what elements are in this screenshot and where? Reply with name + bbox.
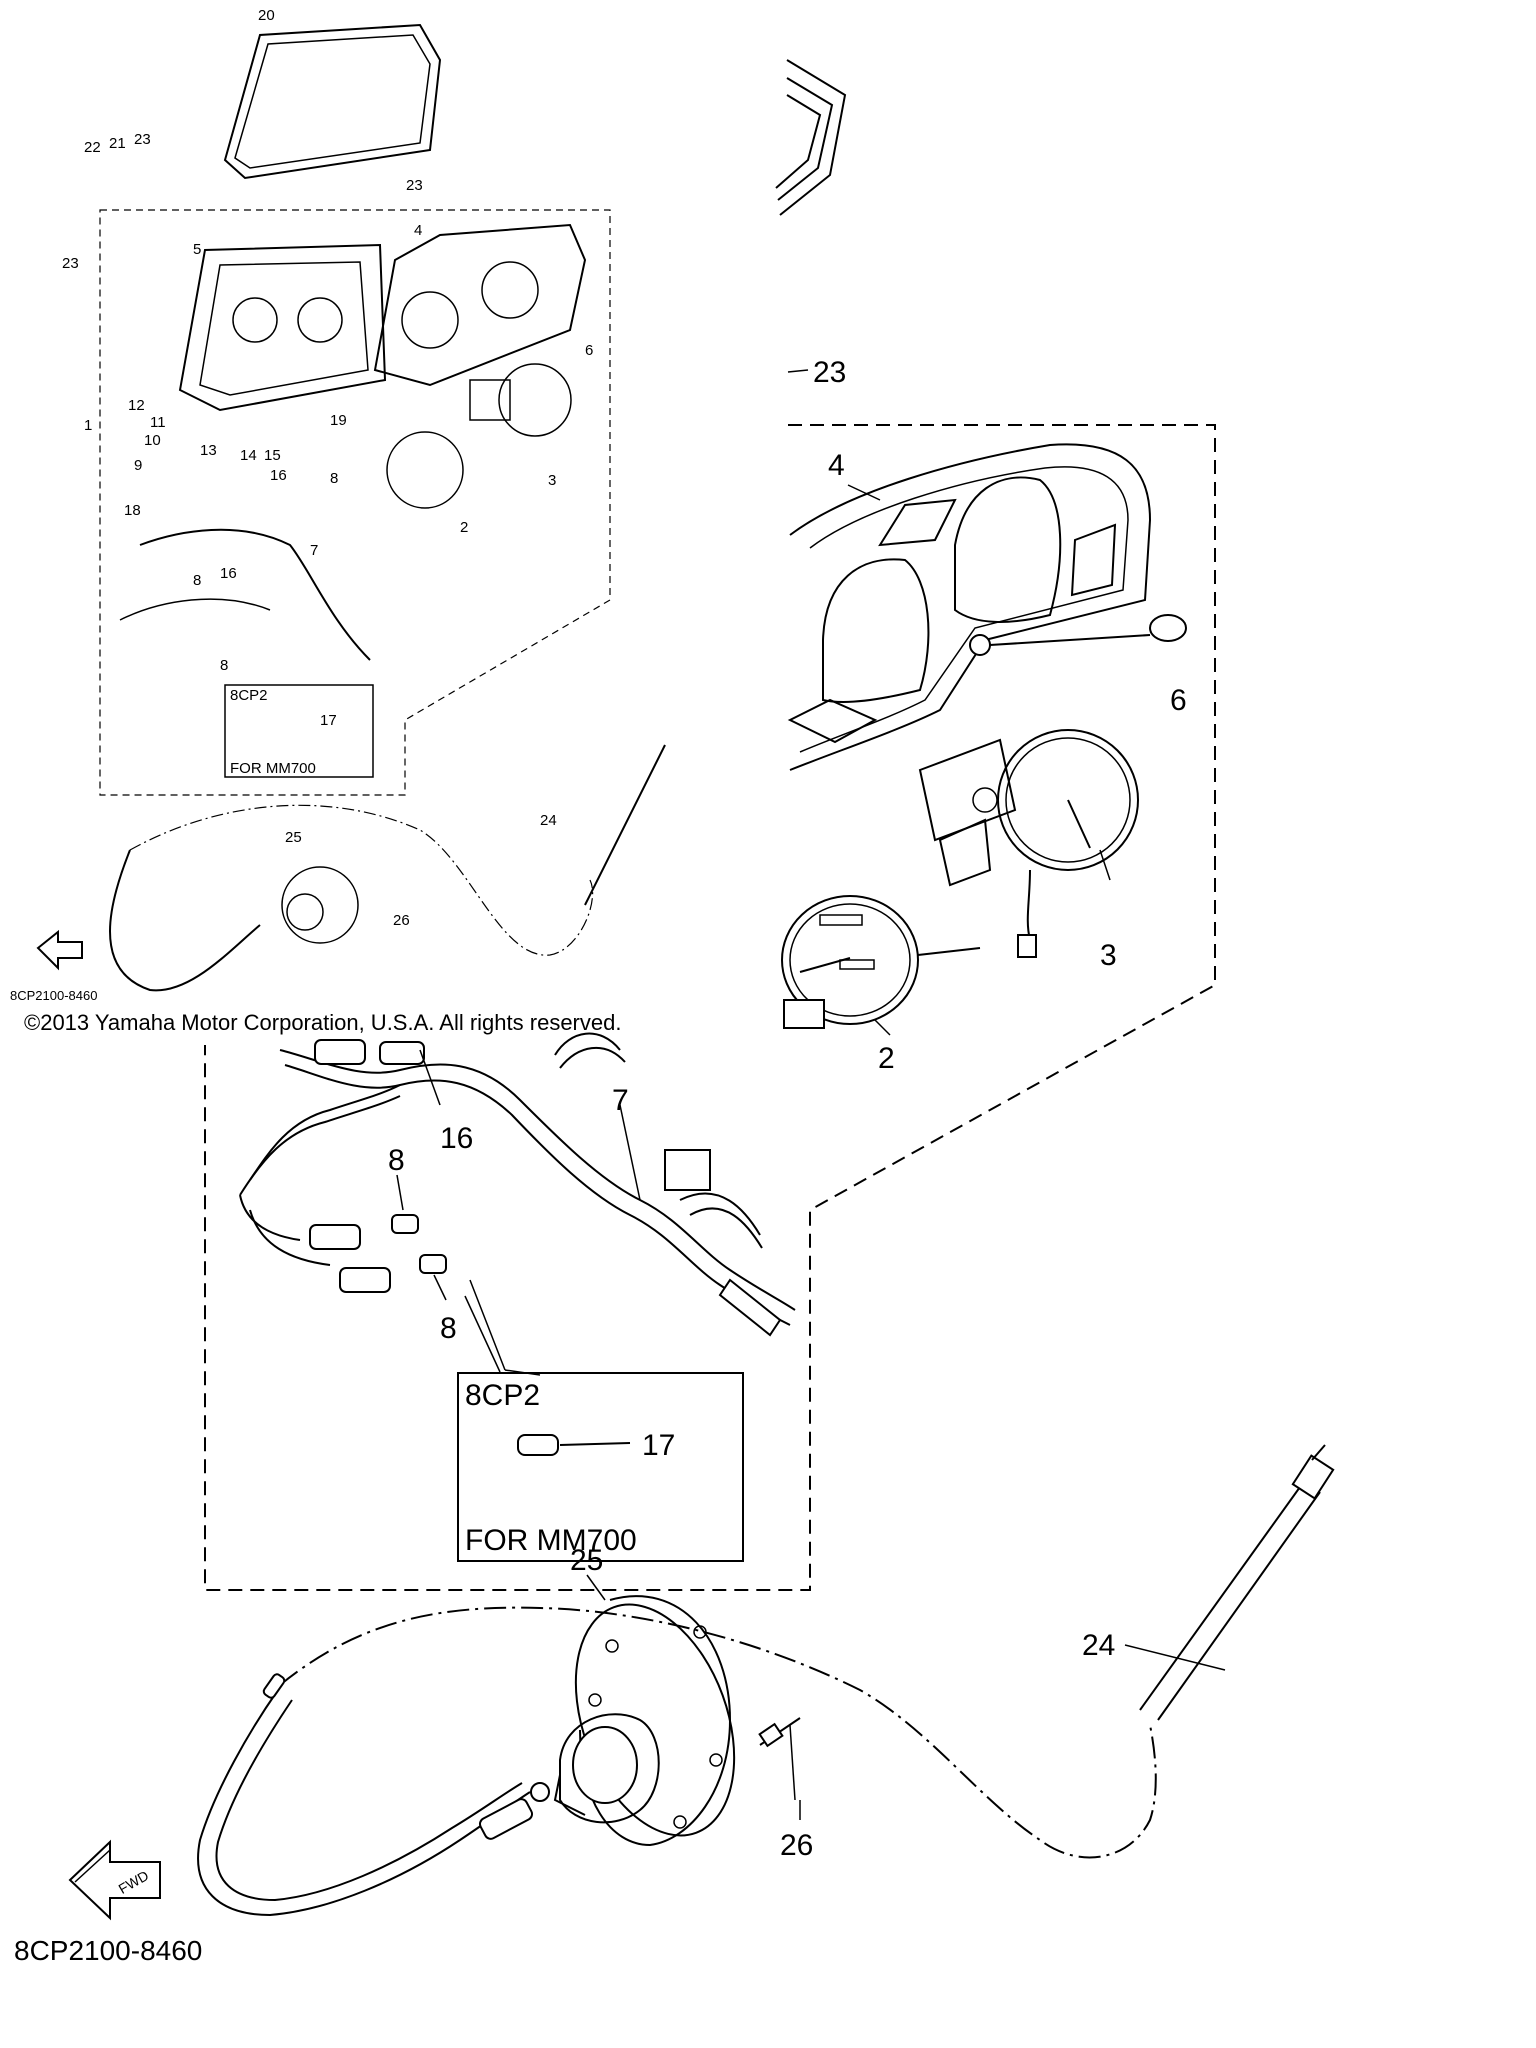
svg-text:23: 23 [62, 255, 79, 272]
wiring-harness [239, 1032, 796, 1337]
cable-24 [1139, 1444, 1335, 1721]
svg-text:6: 6 [1170, 684, 1187, 717]
svg-text:4: 4 [414, 222, 422, 239]
part-6-knob [989, 614, 1187, 646]
svg-text:21: 21 [109, 135, 126, 152]
inset-box [457, 1372, 744, 1562]
svg-text:8: 8 [440, 1312, 457, 1345]
svg-text:2: 2 [460, 519, 468, 536]
svg-text:2: 2 [878, 1042, 895, 1075]
svg-text:23: 23 [406, 177, 423, 194]
svg-text:4: 4 [828, 449, 845, 482]
inset-model: 8CP2 [465, 1379, 540, 1412]
svg-text:16: 16 [440, 1122, 473, 1155]
svg-text:1: 1 [84, 417, 92, 434]
svg-text:3: 3 [1100, 939, 1117, 972]
svg-text:17: 17 [320, 712, 337, 729]
part-26-pin [758, 1717, 801, 1801]
fwd-arrow: FWD [68, 1839, 161, 1921]
svg-text:25: 25 [570, 1544, 603, 1577]
inset-leaders [464, 1279, 541, 1376]
svg-text:7: 7 [310, 542, 318, 559]
svg-text:23: 23 [134, 131, 151, 148]
bulbs-8 [391, 1214, 447, 1274]
svg-text:8: 8 [388, 1144, 405, 1177]
svg-text:23: 23 [813, 356, 846, 389]
svg-text:12: 12 [128, 397, 145, 414]
inset-part: 17 [642, 1429, 675, 1462]
diagram-code-small: 8CP2100-8460 [10, 988, 98, 1003]
svg-text:26: 26 [780, 1829, 813, 1862]
bezel-fragment [775, 59, 847, 216]
svg-text:11: 11 [150, 414, 166, 431]
inset-note: FOR MM700 [465, 1524, 637, 1557]
svg-text:14: 14 [240, 447, 257, 464]
svg-text:15: 15 [264, 447, 281, 464]
overview-inset-model: 8CP2 [230, 687, 268, 704]
leader-lines [396, 369, 1226, 1820]
detail-labels: 23 4 6 3 2 7 16 8 8 8CP2 17 FOR MM700 24… [388, 356, 1187, 1862]
overview-labels: 20 22 21 23 23 23 5 4 6 1 12 11 19 10 13… [62, 7, 593, 929]
svg-text:25: 25 [285, 829, 302, 846]
cable-routing-line [279, 1606, 1157, 1859]
svg-text:3: 3 [548, 472, 556, 489]
svg-text:9: 9 [134, 457, 142, 474]
svg-text:24: 24 [540, 812, 557, 829]
svg-text:24: 24 [1082, 1629, 1115, 1662]
svg-text:10: 10 [144, 432, 161, 449]
copyright-notice: ©2013 Yamaha Motor Corporation, U.S.A. A… [24, 1010, 622, 1035]
gauge-2 [781, 895, 981, 1029]
overview-inset-note: FOR MM700 [230, 760, 316, 777]
svg-text:8: 8 [220, 657, 228, 674]
sender-25 [553, 1595, 736, 1847]
svg-text:16: 16 [270, 467, 287, 484]
svg-text:20: 20 [258, 7, 275, 24]
meter-cover [787, 443, 1152, 771]
svg-text:22: 22 [84, 139, 101, 156]
svg-text:8: 8 [330, 470, 338, 487]
svg-text:8: 8 [193, 572, 201, 589]
svg-text:26: 26 [393, 912, 410, 929]
svg-text:13: 13 [200, 442, 217, 459]
assembly-outline [204, 424, 1216, 1591]
svg-text:5: 5 [193, 241, 201, 258]
svg-text:6: 6 [585, 342, 593, 359]
svg-text:19: 19 [330, 412, 347, 429]
lower-cable [197, 1673, 550, 1917]
svg-text:18: 18 [124, 502, 141, 519]
svg-text:16: 16 [220, 565, 237, 582]
diagram-code: 8CP2100-8460 [14, 1935, 203, 1966]
overview-diagram [36, 23, 666, 992]
gauge-3 [918, 729, 1139, 958]
svg-text:7: 7 [612, 1084, 629, 1117]
